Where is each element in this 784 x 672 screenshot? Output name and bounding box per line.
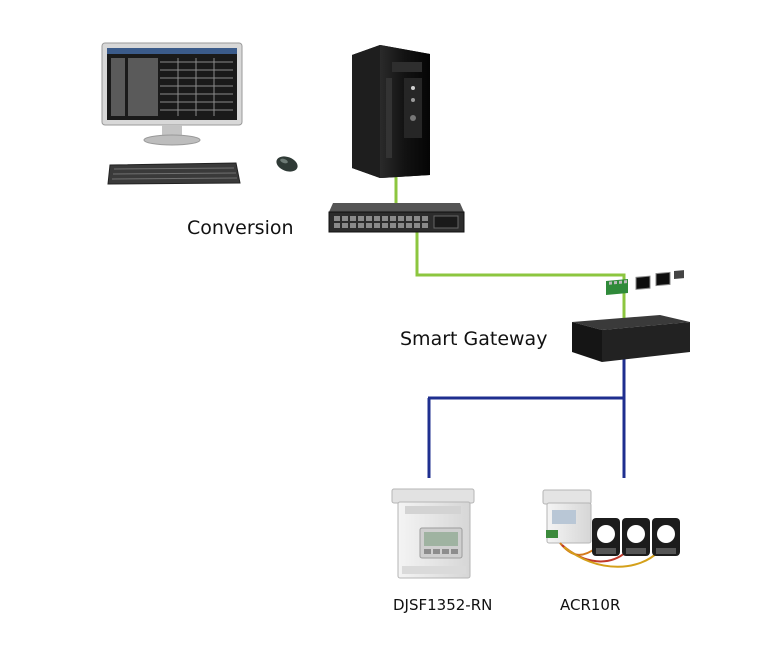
current-transformer-3 xyxy=(652,518,680,556)
monitor-screen xyxy=(107,48,237,120)
switch-label: Conversion xyxy=(187,217,294,239)
current-transformer-2 xyxy=(622,518,650,556)
rs485-bus xyxy=(427,358,626,478)
meter-2-label: ACR10R xyxy=(560,596,621,614)
monitor-neck xyxy=(162,125,182,137)
meter-1-label: DJSF1352-RN xyxy=(393,596,493,614)
desktop-computer-icon xyxy=(101,42,243,146)
gateway-icon xyxy=(572,270,690,362)
gateway-label: Smart Gateway xyxy=(400,328,548,350)
keyboard-icon xyxy=(107,162,241,185)
meter-1 xyxy=(391,488,475,579)
mouse-icon xyxy=(276,156,298,172)
gateway xyxy=(572,270,690,362)
workstation xyxy=(101,42,298,185)
switch-to-gateway-link xyxy=(415,228,626,318)
meter-with-current-transformers-icon xyxy=(542,489,680,568)
meter-2 xyxy=(542,489,680,568)
switch xyxy=(328,203,465,233)
server xyxy=(352,45,430,178)
ethernet-links xyxy=(394,172,626,318)
monitor-base xyxy=(143,134,201,146)
tower-server-icon xyxy=(352,45,430,178)
network-switch-icon xyxy=(328,203,465,233)
current-transformer-1 xyxy=(592,518,620,556)
dc-meter-icon xyxy=(391,488,475,579)
